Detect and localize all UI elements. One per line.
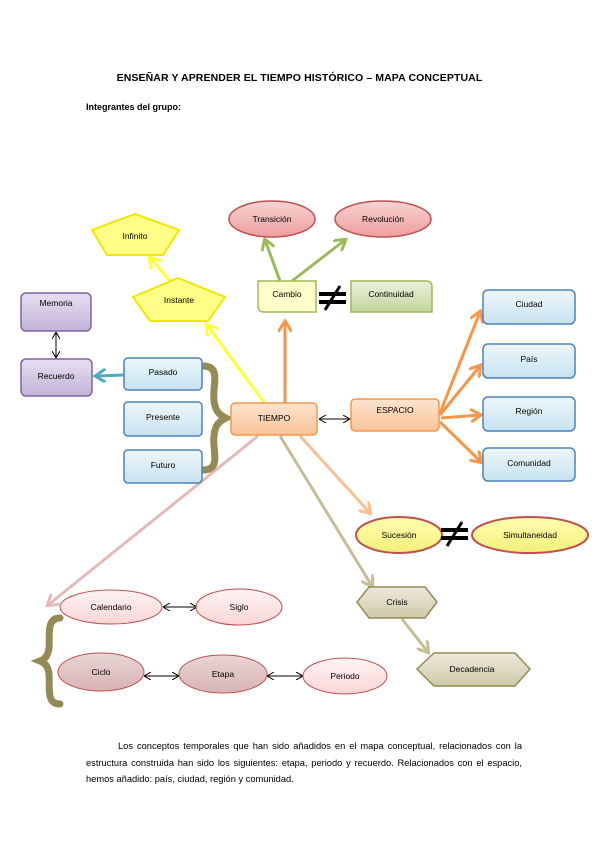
node-recuerdo: Recuerdo	[20, 358, 93, 397]
node-simultaneidad: Simultaneidad	[471, 516, 589, 554]
svg-text:Calendario: Calendario	[90, 602, 131, 612]
svg-text:Simultaneidad: Simultaneidad	[503, 530, 557, 540]
node-espacio: ESPACIO	[350, 398, 440, 432]
node-tiempo: TIEMPO	[230, 402, 318, 436]
svg-text:Instante: Instante	[164, 295, 195, 305]
arrow-tiempo-instante	[207, 325, 267, 405]
arrow-tiempo-crisis	[278, 435, 372, 586]
node-crisis: Crisis	[356, 586, 438, 619]
node-cambio: Cambio	[257, 280, 317, 313]
svg-text:Memoria: Memoria	[39, 298, 72, 308]
node-ciudad: Ciudad	[482, 289, 576, 325]
svg-text:País: País	[520, 354, 537, 364]
arrow-espacio-pais	[438, 366, 480, 416]
group-members-label: Integrantes del grupo:	[86, 102, 182, 112]
node-calendario: Calendario	[59, 589, 163, 625]
not-equal-icon	[319, 285, 346, 311]
node-continuidad: Continuidad	[350, 280, 433, 313]
svg-text:Transición: Transición	[253, 214, 292, 224]
arrow-espacio-region	[440, 415, 480, 418]
svg-text:Revolución: Revolución	[362, 214, 404, 224]
node-infinito: Infinito	[90, 212, 181, 256]
node-etapa: Etapa	[178, 654, 268, 694]
svg-text:Decadencia: Decadencia	[450, 664, 495, 674]
svg-text:Ciudad: Ciudad	[516, 299, 543, 309]
svg-text:ESPACIO: ESPACIO	[376, 405, 414, 415]
node-siglo: Siglo	[195, 588, 283, 626]
conclusion-paragraph: Los conceptos temporales que han sido añ…	[86, 741, 522, 784]
arrow-instante-infinito	[150, 258, 174, 284]
node-comunidad: Comunidad	[482, 447, 576, 482]
node-memoria: Memoria	[20, 292, 92, 332]
svg-text:Presente: Presente	[146, 412, 180, 422]
svg-text:Cambio: Cambio	[272, 289, 302, 299]
svg-text:Etapa: Etapa	[212, 669, 234, 679]
svg-text:Periodo: Periodo	[330, 671, 360, 681]
brace-time-units	[30, 614, 64, 708]
arrow-cambio-transicion	[265, 240, 282, 282]
svg-text:Recuerdo: Recuerdo	[38, 371, 75, 381]
node-futuro: Futuro	[123, 449, 203, 484]
page-title: ENSEÑAR Y APRENDER EL TIEMPO HISTÓRICO –…	[116, 72, 483, 84]
node-transicion: Transición	[228, 200, 316, 238]
arrow-crisis-decadencia	[400, 618, 428, 652]
node-region: Región	[482, 396, 576, 432]
arrow-cambio-revolucion	[291, 240, 345, 283]
brace-time-periods	[199, 362, 234, 474]
arrow-pasado-recuerdo	[96, 375, 125, 376]
svg-text:Sucesión: Sucesión	[382, 530, 417, 540]
svg-text:Continuidad: Continuidad	[368, 289, 414, 299]
svg-text:Infinito: Infinito	[122, 231, 147, 241]
node-sucesion: Sucesión	[355, 516, 443, 554]
arrow-tiempo-calendario	[48, 434, 259, 605]
connectors	[48, 240, 481, 676]
arrow-espacio-ciudad	[438, 312, 480, 414]
node-pasado: Pasado	[123, 357, 203, 391]
node-revolucion: Revolución	[334, 200, 432, 238]
svg-text:Pasado: Pasado	[149, 367, 178, 377]
svg-text:Región: Región	[516, 406, 543, 416]
arrow-tiempo-sucesion	[298, 434, 370, 513]
node-ciclo: Ciclo	[57, 652, 145, 692]
svg-text:Crisis: Crisis	[386, 597, 407, 607]
node-pais: País	[482, 343, 576, 379]
svg-text:Comunidad: Comunidad	[507, 458, 551, 468]
svg-text:TIEMPO: TIEMPO	[258, 413, 291, 423]
node-decadencia: Decadencia	[415, 652, 532, 687]
arrow-espacio-comunidad	[438, 420, 481, 462]
node-instante: Instante	[131, 276, 227, 322]
not-equal-icon-2	[441, 521, 468, 547]
node-periodo: Periodo	[302, 657, 388, 695]
svg-text:Futuro: Futuro	[151, 460, 176, 470]
node-presente: Presente	[123, 401, 203, 437]
svg-text:Siglo: Siglo	[230, 602, 249, 612]
svg-text:Ciclo: Ciclo	[92, 667, 111, 677]
